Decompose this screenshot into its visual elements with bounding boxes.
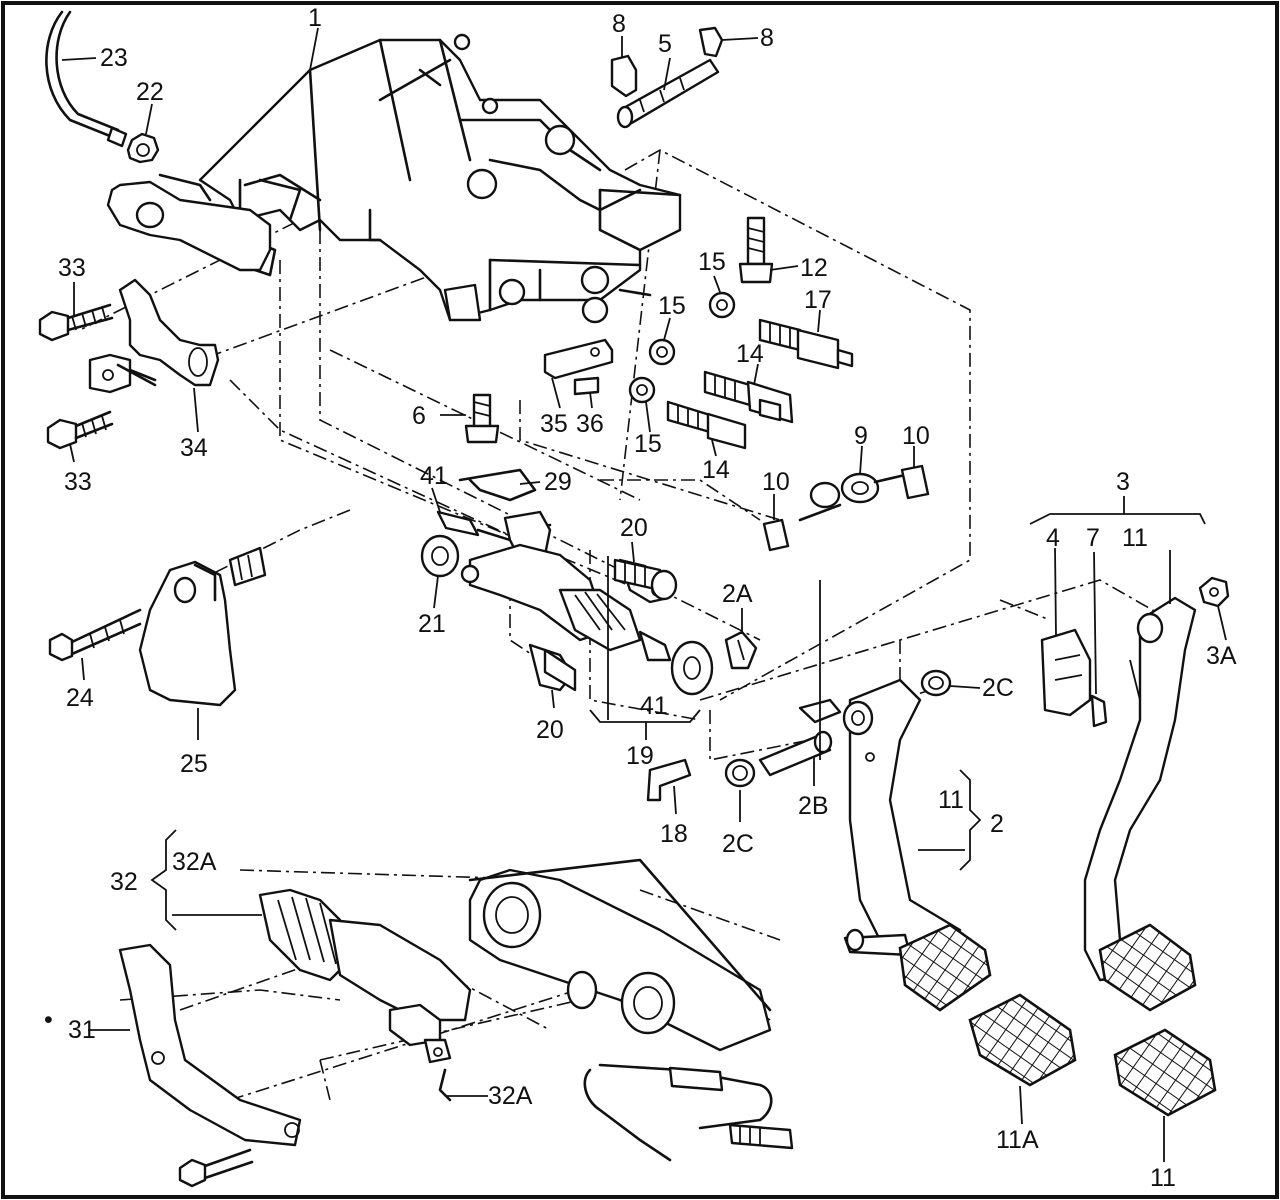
label-4: 4 [1046, 524, 1060, 552]
label-34: 34 [180, 434, 208, 462]
label-8-left: 8 [612, 10, 626, 38]
pedal-25 [48, 546, 267, 707]
label-11-top: 11 [1122, 524, 1148, 552]
label-3A: 3A [1206, 642, 1237, 670]
label-11-mid: 11 [938, 786, 964, 814]
switches [543, 216, 854, 450]
label-17: 17 [804, 286, 832, 314]
sleeves-and-bushes [646, 669, 952, 802]
label-10-left: 10 [762, 468, 790, 496]
label-35: 35 [540, 410, 568, 438]
label-15-low: 15 [634, 430, 662, 458]
master-cylinder [420, 534, 758, 696]
label-8-right: 8 [760, 24, 774, 52]
note-mark: • [44, 1006, 53, 1034]
label-24: 24 [66, 684, 94, 712]
leader-lines [61, 27, 1227, 1162]
pedal-bracket [198, 33, 682, 324]
callout-labels: 1 23 22 8 5 8 12 15 17 15 14 33 33 34 6 … [44, 4, 1237, 1192]
label-12: 12 [800, 254, 828, 282]
label-2C-right: 2C [982, 674, 1014, 702]
label-23: 23 [100, 44, 128, 72]
label-18: 18 [660, 820, 688, 848]
label-11-bottom: 11 [1150, 1164, 1176, 1192]
label-20-upper: 20 [620, 514, 648, 542]
label-32A-upper: 32A [172, 848, 217, 876]
label-2C-left: 2C [722, 830, 754, 858]
label-33-lower: 33 [64, 468, 92, 496]
label-14-upper: 14 [736, 340, 764, 368]
return-spring [762, 464, 930, 552]
label-1: 1 [308, 4, 322, 32]
label-33-upper: 33 [58, 254, 86, 282]
label-29: 29 [544, 468, 572, 496]
label-6: 6 [412, 402, 426, 430]
label-31: 31 [68, 1016, 96, 1044]
label-2: 2 [990, 810, 1004, 838]
switch-bracket [38, 278, 220, 450]
label-32: 32 [110, 868, 138, 896]
label-36: 36 [576, 410, 604, 438]
label-20-lower: 20 [536, 716, 564, 744]
label-10-right: 10 [902, 422, 930, 450]
label-3: 3 [1116, 468, 1130, 496]
label-15-mid: 15 [658, 292, 686, 320]
label-2B: 2B [798, 792, 829, 820]
label-15-top: 15 [698, 248, 726, 276]
slave-cylinder-group [118, 858, 794, 1188]
label-41-upper: 41 [420, 462, 448, 490]
pivot-pin [610, 26, 724, 129]
label-41-lower: 41 [640, 692, 668, 720]
brake-pedal [1040, 576, 1230, 1117]
label-7: 7 [1086, 524, 1100, 552]
bolt-6 [464, 393, 500, 444]
label-14-lower: 14 [702, 456, 730, 484]
label-11A: 11A [996, 1126, 1039, 1154]
label-25: 25 [180, 750, 208, 778]
label-5: 5 [658, 30, 672, 58]
label-2A: 2A [722, 580, 753, 608]
label-32A-lower: 32A [488, 1082, 533, 1110]
label-9: 9 [854, 422, 868, 450]
bolts-20 [543, 558, 678, 692]
label-22: 22 [136, 78, 164, 106]
clutch-pedal [798, 678, 1077, 1087]
label-21: 21 [418, 610, 446, 638]
cable-and-lever [45, 10, 272, 272]
label-19: 19 [626, 742, 654, 770]
